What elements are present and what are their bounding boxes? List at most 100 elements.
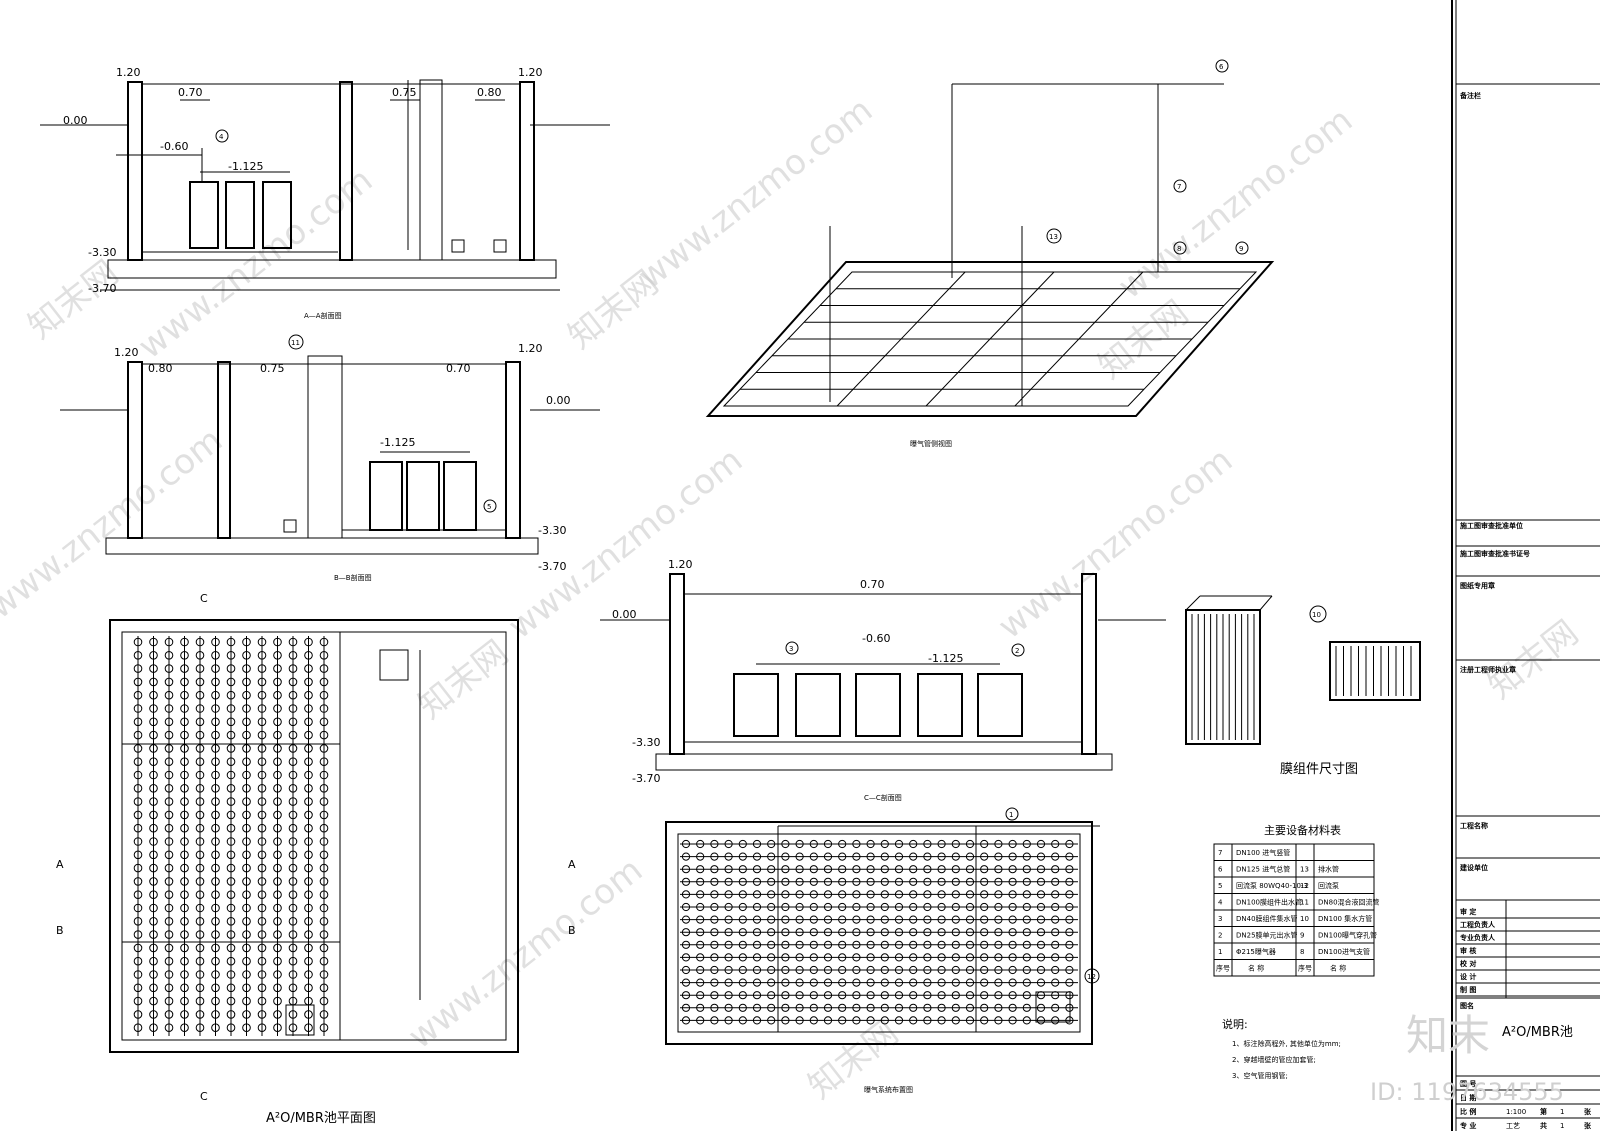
diffuser <box>696 865 705 874</box>
diffuser <box>1051 877 1060 886</box>
table-cell: 回流泵 80WQ40-10-3 <box>1236 881 1308 890</box>
diffuser <box>710 953 719 962</box>
diffuser <box>211 637 220 647</box>
diffuser <box>195 664 205 673</box>
tb-remarks: 备注栏 <box>1459 91 1481 100</box>
diffuser <box>710 991 719 1000</box>
callout-number: 11 <box>291 339 300 347</box>
diffuser <box>319 970 329 979</box>
diffuser <box>304 890 313 900</box>
diffuser <box>211 717 220 727</box>
diffuser <box>866 865 875 874</box>
diffuser <box>838 902 847 912</box>
diffuser <box>304 1023 313 1032</box>
diffuser <box>133 770 143 780</box>
diffuser <box>951 978 960 987</box>
diffuser <box>273 970 282 979</box>
table-cell: 排水管 <box>1318 865 1339 874</box>
diffuser <box>273 677 282 687</box>
diffuser-rows <box>680 839 1078 1025</box>
diffuser <box>809 865 818 874</box>
diffuser <box>242 996 251 1006</box>
diffuser <box>980 865 989 874</box>
diffuser <box>724 1003 733 1012</box>
diffuser <box>823 902 833 912</box>
table-cell: 11 <box>1300 899 1309 907</box>
diffuser <box>965 865 975 874</box>
diffuser <box>273 704 282 713</box>
diffuser <box>880 902 889 912</box>
diffuser <box>273 637 282 647</box>
cut-label: B <box>56 924 64 937</box>
diffuser <box>980 978 989 987</box>
diffuser <box>710 839 719 849</box>
diffuser <box>164 797 174 806</box>
diffuser <box>149 930 158 939</box>
diffuser <box>980 1016 989 1025</box>
diffuser <box>823 890 833 899</box>
diffuser <box>211 784 220 793</box>
diffuser <box>149 664 158 673</box>
diffuser <box>226 877 236 886</box>
diffuser <box>319 637 329 647</box>
diffuser <box>767 1003 776 1012</box>
diffuser <box>164 1023 174 1032</box>
diffuser <box>767 965 776 975</box>
diffuser <box>866 991 875 1000</box>
diffuser <box>880 965 889 975</box>
diffuser <box>866 940 875 949</box>
diffuser <box>257 677 267 687</box>
notes-title: 说明: <box>1222 1017 1248 1031</box>
diffuser <box>242 930 251 939</box>
diffuser <box>909 852 918 861</box>
diffuser <box>180 717 189 727</box>
diffuser <box>951 890 960 899</box>
diffuser <box>838 865 847 874</box>
diffuser <box>823 965 833 975</box>
diffuser <box>319 717 329 727</box>
diffuser <box>164 877 174 886</box>
diffuser <box>226 730 236 740</box>
diffuser <box>965 928 975 937</box>
diffuser <box>1036 1016 1046 1025</box>
diffuser <box>980 877 989 886</box>
diffuser <box>894 1016 904 1025</box>
diffuser <box>257 970 267 979</box>
cut-label: B <box>568 924 576 937</box>
diffuser <box>149 877 158 886</box>
diffuser <box>781 865 790 874</box>
callout-number: 4 <box>219 133 224 141</box>
diffuser <box>781 953 790 962</box>
diffuser <box>909 839 918 849</box>
diffuser <box>710 890 719 899</box>
diffuser <box>133 744 143 753</box>
diffuser <box>781 852 790 861</box>
diffuser <box>696 928 705 937</box>
diffuser <box>823 953 833 962</box>
diffuser <box>951 915 960 924</box>
diffuser <box>226 744 236 753</box>
diffuser <box>149 917 158 926</box>
diffuser <box>1008 902 1017 912</box>
diffuser <box>319 744 329 753</box>
diffuser <box>752 852 762 861</box>
diffuser <box>781 940 790 949</box>
diffuser <box>724 852 733 861</box>
diffuser <box>273 810 282 820</box>
diffuser <box>681 953 691 962</box>
diffuser <box>980 852 989 861</box>
watermark-brand: 知末网 <box>561 263 666 357</box>
diffuser <box>133 850 143 860</box>
table-cell: 5 <box>1218 882 1222 890</box>
diffuser <box>809 991 818 1000</box>
diffuser <box>304 917 313 926</box>
diffuser <box>180 690 189 700</box>
diffuser <box>226 943 236 953</box>
diffuser <box>180 664 189 673</box>
diffuser <box>257 797 267 806</box>
membrane-module-drawing: 10 膜组件尺寸图 <box>1185 595 1421 777</box>
diffuser <box>304 823 313 833</box>
diffuser <box>257 704 267 713</box>
diffuser <box>795 940 804 949</box>
diffuser <box>242 797 251 806</box>
